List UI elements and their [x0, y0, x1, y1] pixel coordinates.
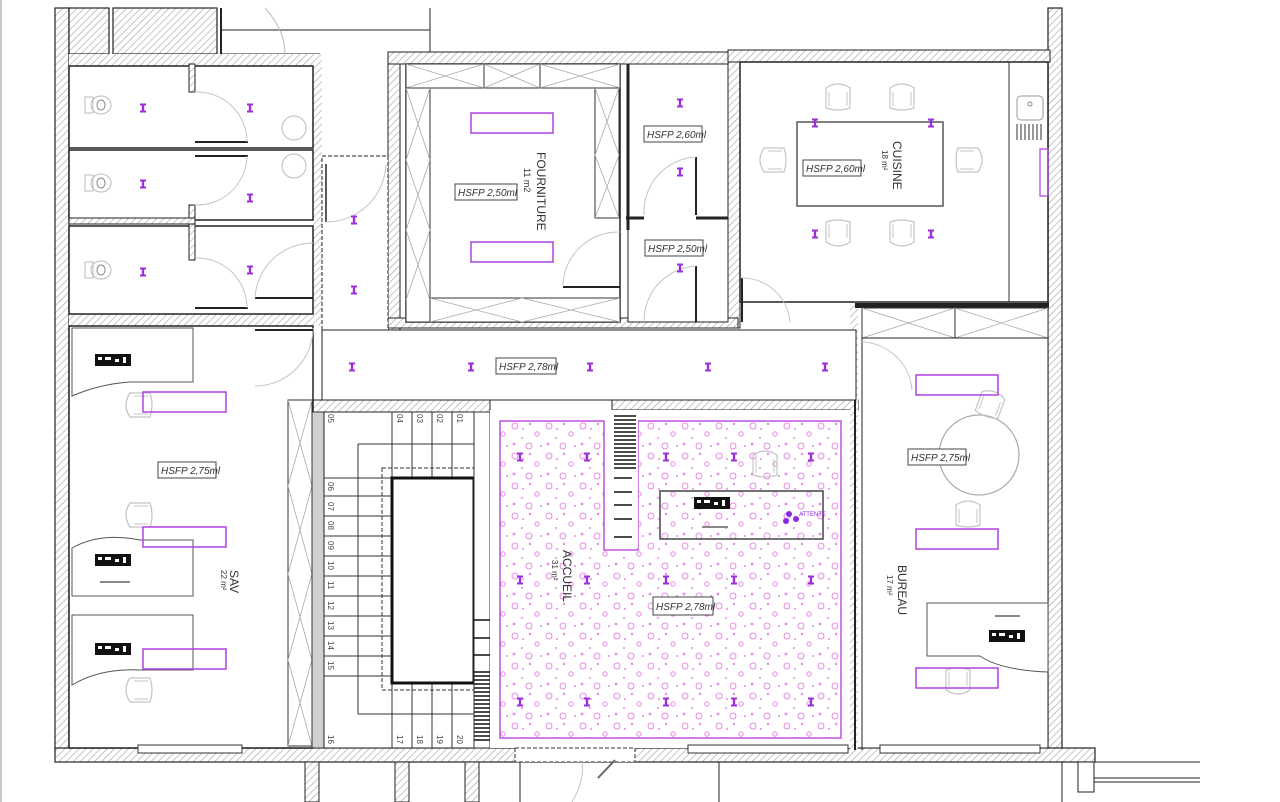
svg-text:12: 12 [326, 601, 335, 610]
room-name-sav: SAV [227, 570, 241, 593]
svg-text:17: 17 [395, 735, 404, 744]
svg-text:07: 07 [326, 502, 335, 511]
room-wc [626, 63, 729, 323]
svg-text:18: 18 [415, 735, 424, 744]
wc-block [68, 63, 314, 315]
lower-structure [304, 747, 1200, 802]
room-area-cuisine: 18 m² [880, 150, 889, 171]
room-area-fourniture: 11 m2 [522, 168, 532, 192]
viewport-left-edge [0, 0, 2, 802]
room-area-bureau: 17 m² [885, 575, 894, 596]
svg-text:05: 05 [326, 414, 335, 423]
room-name-fourniture: FOURNITURE [534, 152, 548, 231]
svg-text:11: 11 [326, 581, 335, 590]
light-panel [915, 374, 999, 396]
light-panel [915, 667, 999, 689]
room-name-cuisine: CUISINE [890, 141, 904, 190]
svg-text:13: 13 [326, 621, 335, 630]
svg-text:04: 04 [395, 414, 404, 423]
ceiling-tag-sav: HSFP 2,75ml [161, 466, 221, 477]
svg-text:10: 10 [326, 561, 335, 570]
room-accueil: ATTENTE [490, 410, 850, 754]
room-area-sav: 22 m² [219, 570, 228, 591]
room-fourniture [405, 63, 621, 323]
light-panel [142, 648, 227, 670]
ceiling-tags: HSFP 2,50ml HSFP 2,60ml HSFP 2,50ml HSFP… [157, 125, 971, 616]
svg-text:20: 20 [455, 735, 464, 744]
svg-text:01: 01 [455, 414, 464, 423]
room-name-accueil: ACCUEIL [560, 550, 574, 602]
light-panel [470, 241, 554, 263]
room-name-bureau: BUREAU [895, 565, 909, 615]
room-bureau [861, 337, 1049, 754]
svg-text:19: 19 [435, 735, 444, 744]
svg-text:09: 09 [326, 541, 335, 550]
ceiling-tag-wc: HSFP 2,60ml [647, 130, 707, 141]
room-sav [68, 325, 314, 754]
svg-text:14: 14 [326, 641, 335, 650]
ceiling-tag-bureau: HSFP 2,75ml [911, 453, 971, 464]
light-panel [142, 391, 227, 413]
svg-text:15: 15 [326, 661, 335, 670]
svg-text:08: 08 [326, 521, 335, 530]
room-labels: FOURNITURE 11 m2 CUISINE 18 m² SAV 22 m²… [219, 141, 909, 615]
ceiling-tag-corridor: HSFP 2,78ml [499, 362, 559, 373]
staircase [311, 411, 491, 749]
light-panel [142, 526, 227, 548]
room-area-accueil: 31 m² [550, 560, 559, 581]
light-panel [470, 112, 554, 134]
room-cuisine [739, 61, 1049, 339]
svg-text:03: 03 [415, 414, 424, 423]
hall [321, 155, 389, 331]
ceiling-tag-fourniture: HSFP 2,50ml [648, 244, 708, 255]
ceiling-tag-hall: HSFP 2,50ml [458, 188, 518, 199]
light-panel [915, 528, 999, 550]
svg-text:06: 06 [326, 482, 335, 491]
ceiling-tag-cuisine: HSFP 2,60ml [806, 164, 866, 175]
corridor [321, 329, 857, 401]
stair-numbers: 01 02 03 04 05 06 07 08 09 10 11 12 13 1… [326, 414, 464, 744]
light-panel [1039, 148, 1049, 197]
svg-text:16: 16 [326, 735, 335, 744]
ceiling-tag-accueil: HSFP 2,78ml [656, 602, 716, 613]
reception-label: ATTENTE [799, 512, 826, 518]
svg-text:02: 02 [435, 414, 444, 423]
